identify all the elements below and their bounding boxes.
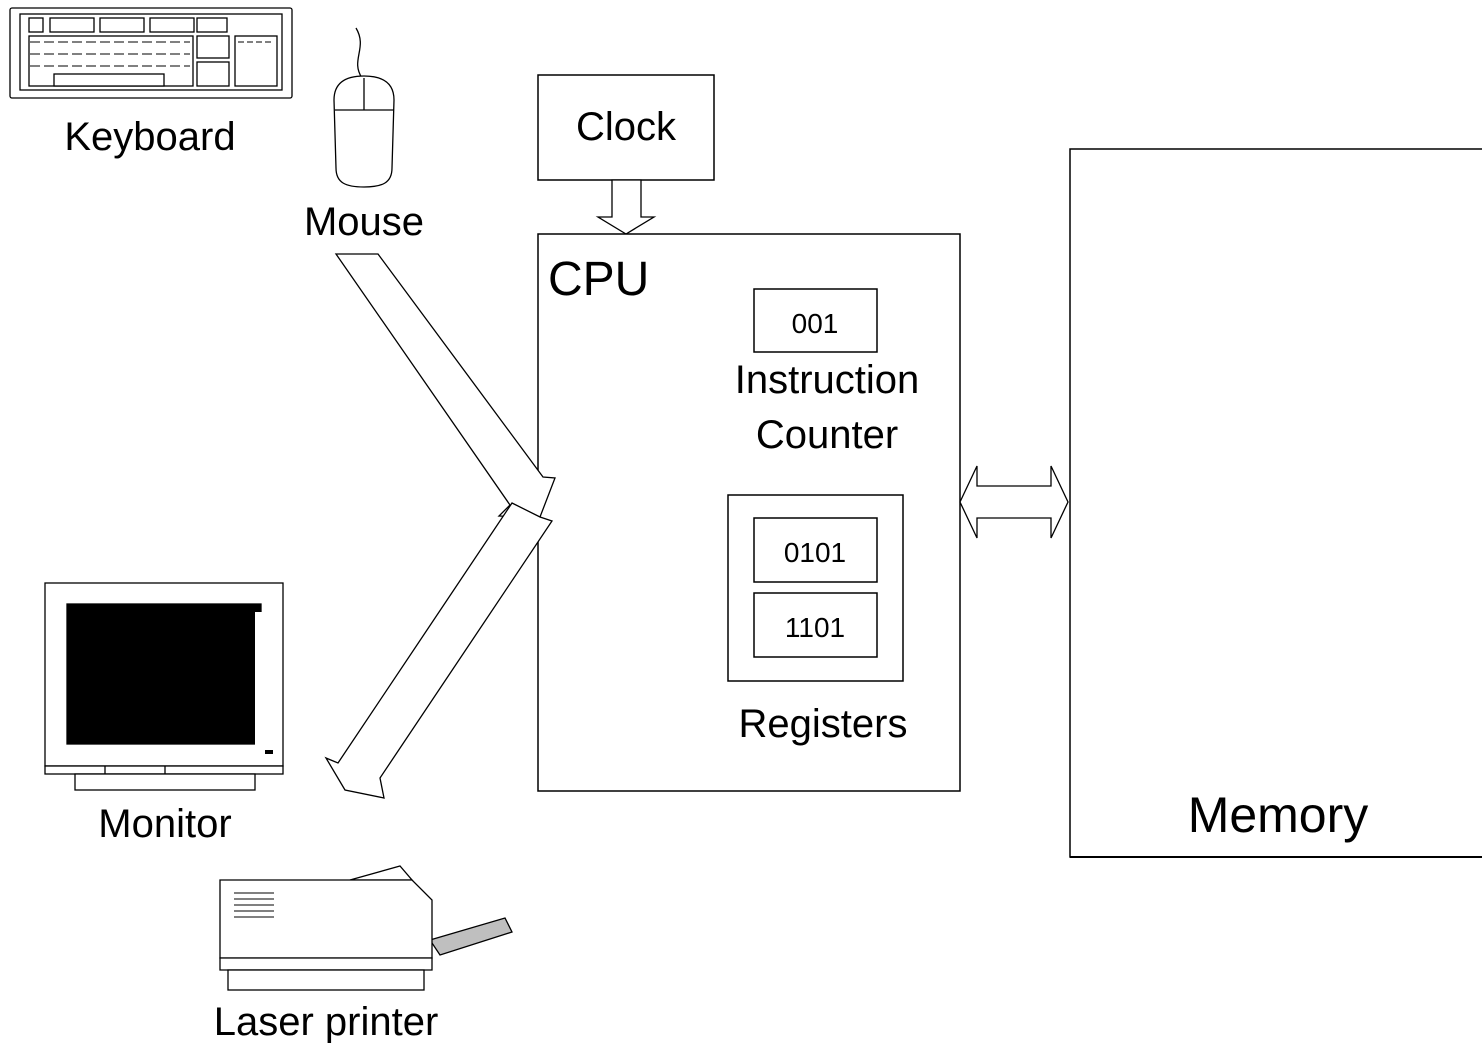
clock-box	[537, 74, 715, 181]
register-value: 1101	[785, 612, 845, 643]
clock-to-cpu-arrow	[595, 179, 657, 235]
register-box	[753, 517, 878, 583]
cpu-memory-bus-arrow	[959, 465, 1069, 539]
monitor-label: Monitor	[98, 802, 231, 846]
keyboard-icon	[9, 7, 293, 99]
clock-label: Clock	[576, 105, 677, 149]
memory-label: Memory	[1188, 787, 1369, 843]
mouse-label: Mouse	[304, 200, 424, 244]
instruction-counter-label-line1: Instruction	[735, 358, 920, 402]
printer-icon	[219, 865, 513, 991]
memory-box	[1069, 148, 1482, 858]
printer-label: Laser printer	[214, 1000, 439, 1043]
monitor-icon	[44, 582, 284, 791]
keyboard-label: Keyboard	[64, 115, 235, 159]
instruction-counter-box	[753, 288, 878, 353]
register-value: 0101	[784, 537, 846, 568]
mouse-icon	[333, 27, 395, 188]
instruction-counter-label-line2: Counter	[756, 413, 898, 457]
instruction-counter-value: 001	[792, 308, 839, 339]
cpu-label: CPU	[548, 253, 649, 306]
registers-label: Registers	[739, 702, 908, 746]
output-arrow	[324, 502, 554, 799]
input-arrow	[334, 253, 556, 518]
register-box	[753, 592, 878, 658]
